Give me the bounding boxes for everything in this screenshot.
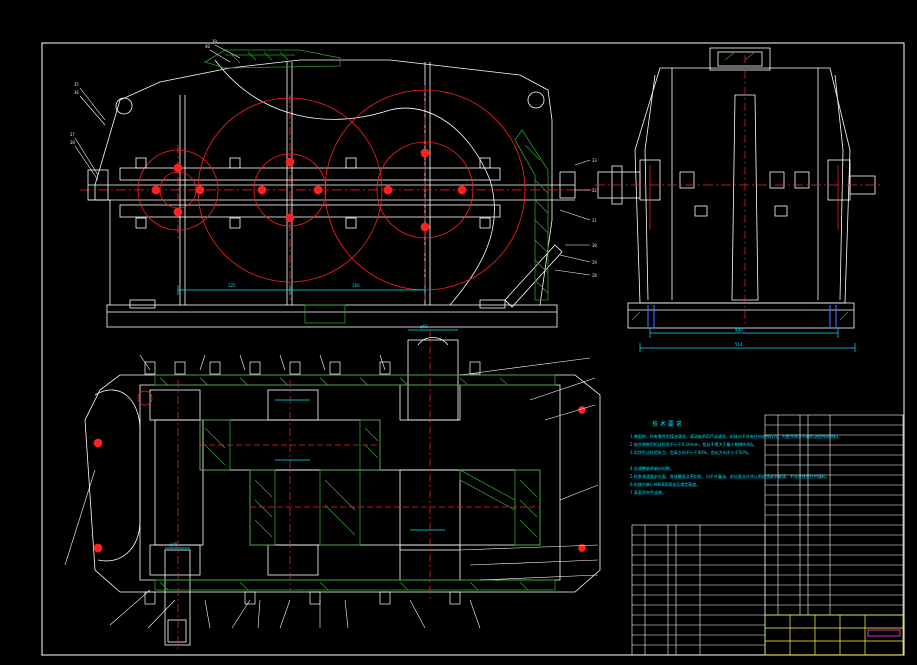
svg-text:29: 29 — [592, 260, 597, 265]
top-hatch — [154, 374, 556, 591]
side-width-dim-2: 514 — [735, 342, 743, 347]
svg-text:36: 36 — [74, 90, 79, 95]
title-block — [764, 614, 904, 656]
front-housing — [94, 59, 553, 306]
bom-left-table — [631, 524, 766, 656]
svg-text:32: 32 — [592, 188, 597, 193]
front-gear-circles — [80, 85, 595, 300]
front-center-dim-1: 125 — [228, 283, 236, 288]
svg-text:38: 38 — [70, 140, 75, 145]
side-base — [627, 302, 855, 329]
top-housing-outer — [84, 374, 601, 593]
top-view — [84, 337, 601, 646]
side-anchor-bolts — [647, 305, 837, 328]
front-hatch — [231, 51, 549, 301]
tech-line-3: 3.用涂色法检验斑点，齿高方向不小于40%，齿长方向不小于50%。 — [630, 449, 752, 455]
svg-text:37: 37 — [70, 132, 75, 137]
side-dimensions — [639, 328, 856, 352]
front-center-dim-2: 160 — [352, 283, 360, 288]
side-hatch — [631, 51, 849, 321]
top-leaders — [64, 354, 599, 629]
front-flange-bolts — [87, 157, 576, 229]
top-bottom-dim: φ45 — [170, 542, 178, 547]
bom-right-table — [764, 414, 904, 616]
front-leaders — [74, 44, 591, 276]
svg-text:39: 39 — [212, 39, 217, 44]
side-center-lines — [595, 55, 880, 325]
svg-text:31: 31 — [592, 218, 597, 223]
tech-line-7: 7.表面涂灰色油漆。 — [630, 489, 666, 495]
svg-text:28: 28 — [592, 273, 597, 278]
tech-requirements: 技 术 要 求 1.装配前，所有零件用煤油清洗，滚动轴承用汽油清洗，机体内不许有… — [630, 420, 842, 495]
svg-text:30: 30 — [592, 243, 597, 248]
svg-text:33: 33 — [592, 158, 597, 163]
side-view — [597, 47, 876, 329]
front-view — [88, 49, 575, 328]
tech-line-5: 5.检查减速器剖分面、各接触面及密封处，均不许漏油，剖分面允许涂以密封油或水玻璃… — [630, 473, 830, 479]
top-dimensions — [165, 329, 458, 549]
top-shaft-dim: φ60 — [420, 324, 428, 329]
title-block-name-cell — [867, 629, 901, 637]
tech-line-2: 2.啮合侧隙用铅丝检验不小于0.16mm，铅丝不得大于最小侧隙的4倍。 — [630, 441, 757, 447]
tech-title: 技 术 要 求 — [652, 420, 682, 428]
front-dimensions — [177, 285, 426, 295]
tech-line-6: 6.机座内装L-AN68润滑油至规定高度。 — [630, 481, 700, 487]
svg-text:40: 40 — [205, 44, 210, 49]
top-bolts — [144, 361, 481, 605]
svg-text:35: 35 — [74, 82, 79, 87]
side-width-dim-1: 450 — [735, 327, 743, 332]
top-center-lines — [93, 330, 586, 650]
drawing-border — [41, 42, 905, 656]
tech-line-1: 1.装配前，所有零件用煤油清洗，滚动轴承用汽油清洗，机体内不许有任何杂物存在，内… — [630, 433, 842, 439]
tech-line-4: 4.应调整轴承轴向间隙。 — [630, 465, 674, 471]
